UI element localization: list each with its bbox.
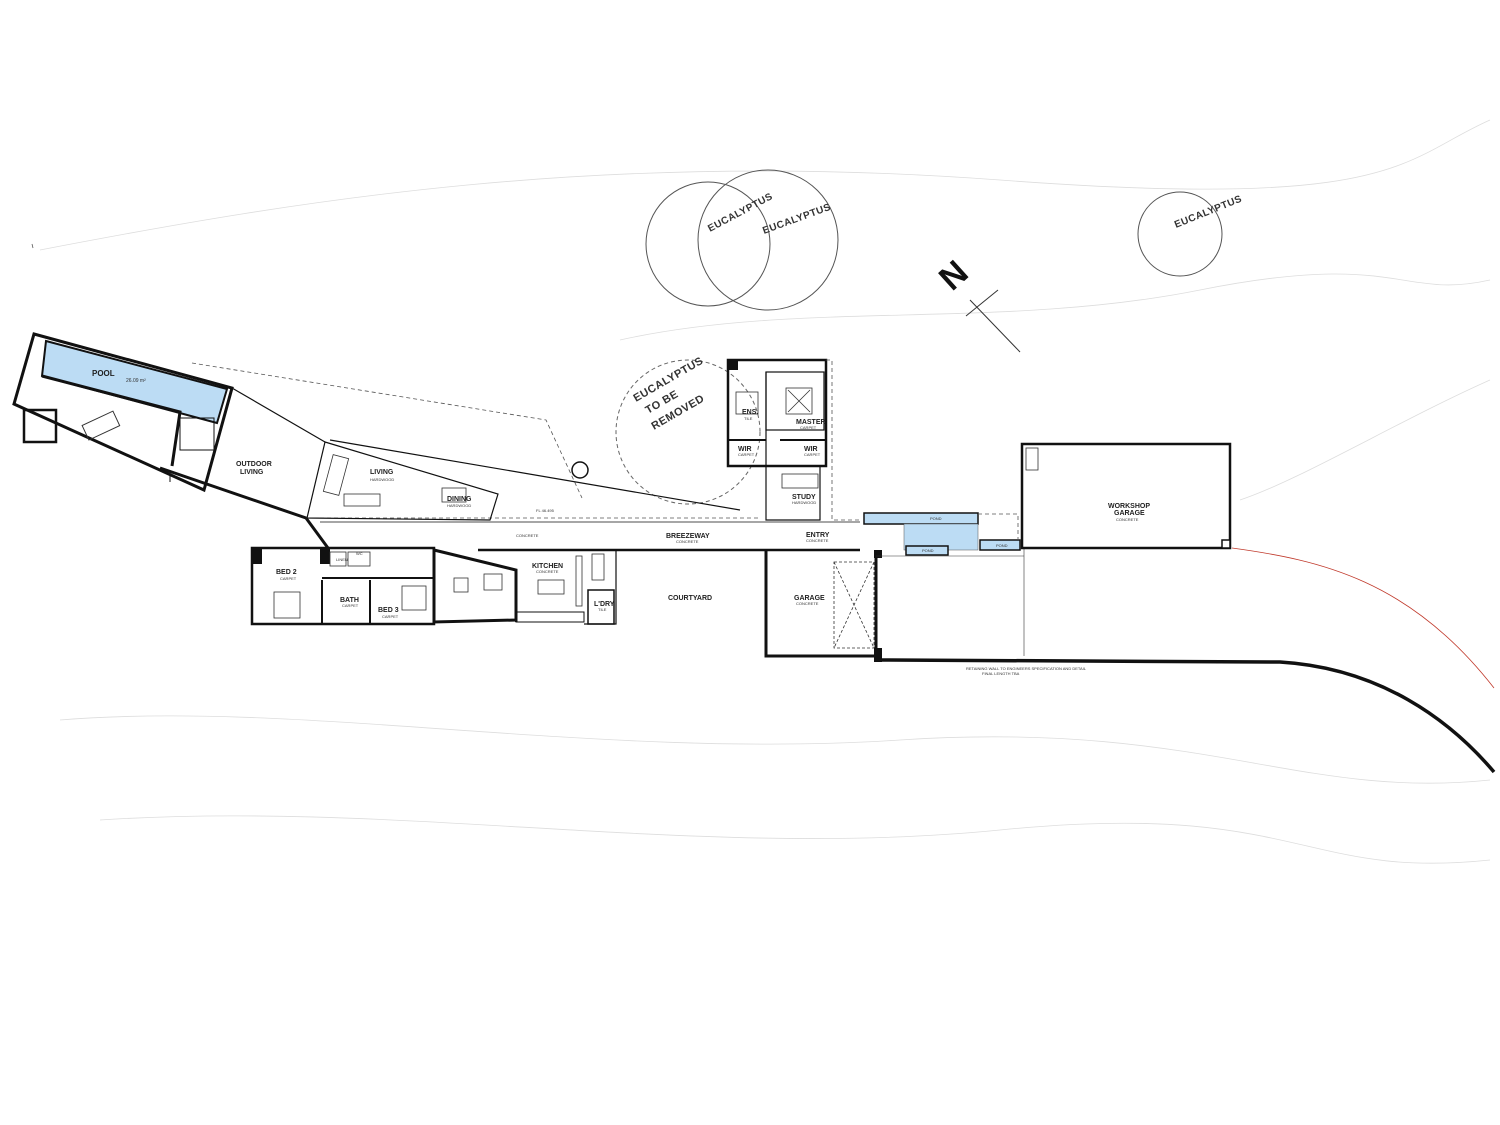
svg-text:STUDY: STUDY [792,494,816,501]
pond-1 [863,512,979,525]
svg-text:CARPET: CARPET [382,614,399,619]
svg-text:LIVING: LIVING [370,469,394,476]
svg-text:FINAL LENGTH TBA: FINAL LENGTH TBA [982,671,1020,676]
svg-text:TILE: TILE [598,607,607,612]
breezeway: CONCRETE BREEZEWAY CONCRETE ENTRY CONCRE… [320,521,860,552]
svg-text:CONCRETE: CONCRETE [536,569,559,574]
svg-text:LIVING: LIVING [240,469,264,476]
svg-text:POND: POND [922,548,934,553]
svg-text:HARDWOOD: HARDWOOD [370,477,394,482]
driveway [876,548,1025,656]
garage: GARAGE CONCRETE [764,550,882,662]
svg-text:OUTDOOR: OUTDOOR [236,461,272,468]
svg-text:L'DRY: L'DRY [594,601,615,608]
master-pavilion: MASTER CARPET ENS. TILE WIR CARPET WIR C… [726,358,860,521]
svg-text:GARAGE: GARAGE [1114,510,1145,517]
pond-2 [905,545,949,556]
svg-text:CONCRETE: CONCRETE [1116,517,1139,522]
pool-plant-room [22,408,58,444]
svg-text:RETAINING WALL TO ENGINEERS SP: RETAINING WALL TO ENGINEERS SPECIFICATIO… [966,666,1087,671]
svg-text:BREEZEWAY: BREEZEWAY [666,533,710,540]
svg-text:CARPET: CARPET [800,425,817,430]
pool-label: POOL [92,369,115,378]
living-pavilion: LIVING HARDWOOD DINING HARDWOOD FL 46.49… [306,439,741,521]
ponds: POND POND POND [863,512,1021,556]
svg-text:BED 3: BED 3 [378,607,399,614]
svg-text:CONCRETE: CONCRETE [516,533,539,538]
svg-text:ENTRY: ENTRY [806,532,830,539]
svg-text:LINEN: LINEN [336,557,348,562]
svg-text:TILE: TILE [744,416,753,421]
svg-text:CARPET: CARPET [738,452,755,457]
north-arrow: N [932,253,1021,353]
svg-text:WC: WC [356,551,363,556]
svg-text:DINING: DINING [447,496,472,503]
svg-text:WIR: WIR [804,446,818,453]
svg-text:POND: POND [996,543,1008,548]
svg-text:MASTER: MASTER [796,419,826,426]
site-contours [39,119,1491,864]
bedroom-wing: BED 2 CARPET BED 3 CARPET BATH CARPET LI… [250,546,436,626]
svg-text:HARDWOOD: HARDWOOD [792,500,816,505]
svg-text:CONCRETE: CONCRETE [806,538,829,543]
courtyard: COURTYARD [668,595,712,602]
boundary-line [1231,547,1495,689]
kitchen-block: KITCHEN CONCRETE L'DRY TILE [432,548,617,625]
svg-text:ENS.: ENS. [742,409,758,416]
svg-text:GARAGE: GARAGE [794,595,825,602]
svg-text:CARPET: CARPET [342,603,359,608]
svg-text:POND: POND [930,516,942,521]
svg-text:CONCRETE: CONCRETE [676,539,699,544]
pool [40,339,229,425]
pool-area: 26.09 m² [126,378,146,384]
svg-text:CARPET: CARPET [280,576,297,581]
tree-eucalyptus-3: EUCALYPTUS [1137,191,1244,277]
tree-eucalyptus-to-be-removed: EUCALYPTUS TO BE REMOVED [615,355,761,505]
svg-text:CARPET: CARPET [804,452,821,457]
svg-text:CONCRETE: CONCRETE [796,601,819,606]
tree-label: EUCALYPTUS [1173,194,1244,231]
retaining-wall: RETAINING WALL TO ENGINEERS SPECIFICATIO… [877,547,1496,774]
svg-text:KITCHEN: KITCHEN [532,563,563,570]
svg-text:BED 2: BED 2 [276,569,297,576]
workshop-garage: WORKSHOP GARAGE CONCRETE [1020,442,1232,550]
pool-wing: POOL 26.09 m² [12,332,234,493]
svg-text:WIR: WIR [738,446,752,453]
pond-3 [979,539,1021,551]
north-label: N [932,253,976,298]
outdoor-living: OUTDOOR LIVING [159,362,760,549]
svg-text:FL 46.495: FL 46.495 [536,508,555,513]
svg-text:BATH: BATH [340,597,359,604]
svg-text:WORKSHOP: WORKSHOP [1108,503,1150,510]
tree-label: EUCALYPTUS [761,202,832,237]
svg-text:COURTYARD: COURTYARD [668,595,712,602]
svg-text:HARDWOOD: HARDWOOD [447,503,471,508]
